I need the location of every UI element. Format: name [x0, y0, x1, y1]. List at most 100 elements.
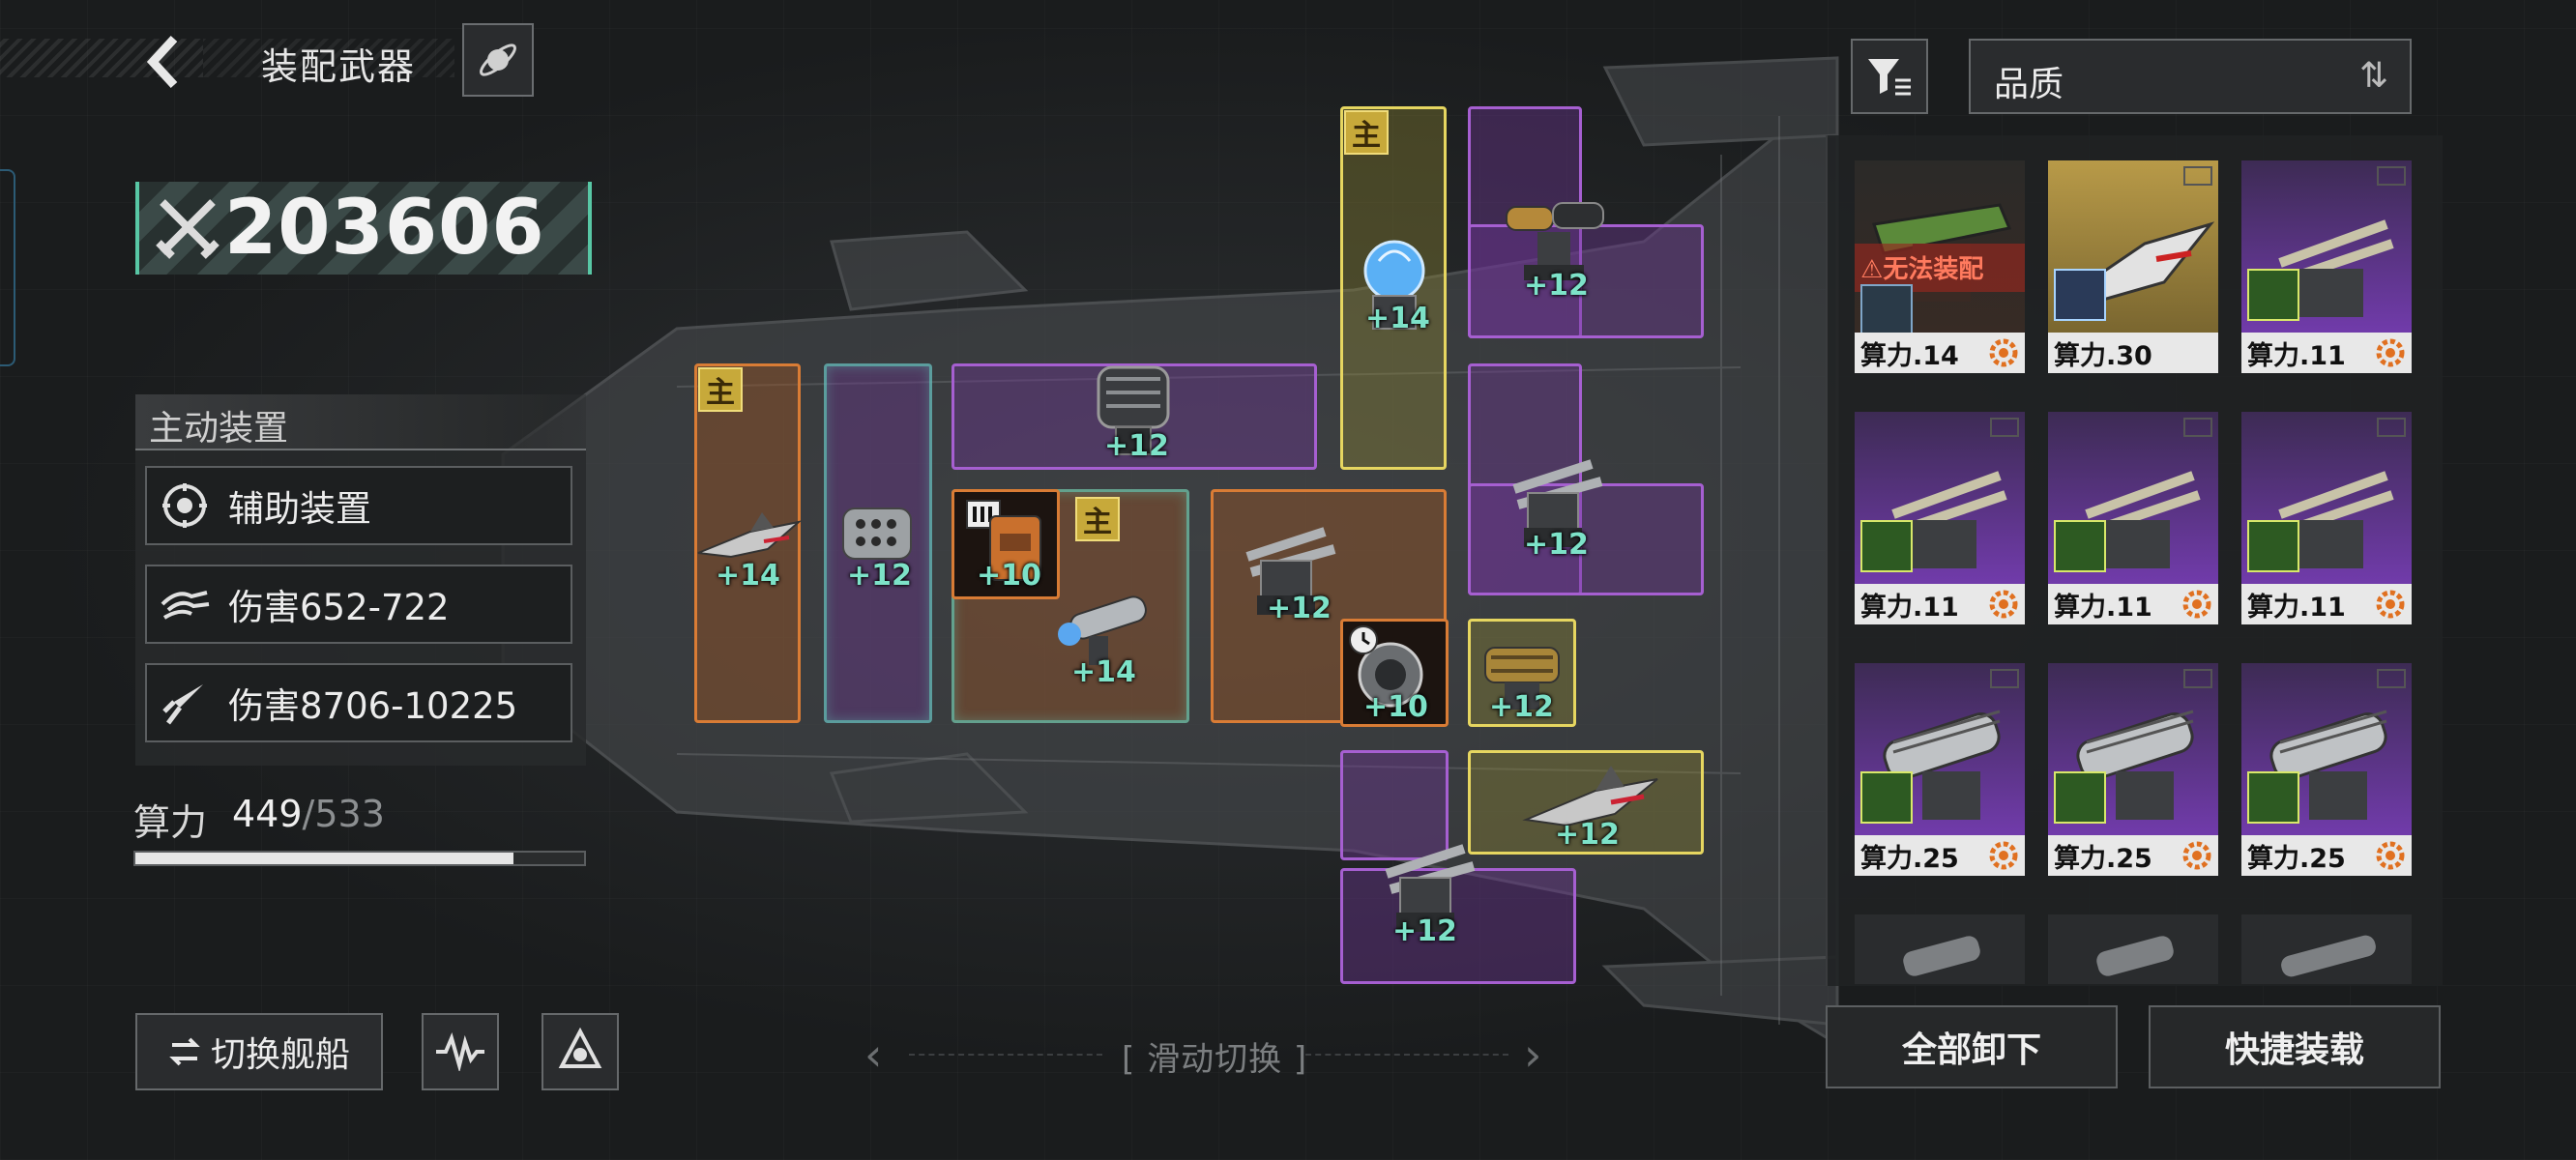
weapon-level: +14 — [716, 559, 780, 593]
switch-ship-button[interactable]: 切换舰船 — [135, 1013, 383, 1090]
fighter-jet-icon — [2055, 221, 2215, 304]
inventory-card[interactable]: 算力.11 — [2048, 412, 2218, 624]
filter-button[interactable] — [1851, 39, 1928, 114]
waveform-button[interactable] — [422, 1013, 499, 1090]
planet-icon — [480, 44, 516, 76]
cannon-icon — [2281, 935, 2376, 977]
cannot-equip-text: ⚠无法装配 — [1860, 255, 1984, 284]
gear-icon — [1989, 841, 2018, 870]
inventory-card-partial[interactable] — [2241, 914, 2412, 984]
card-cost: 算力.11 — [2247, 341, 2346, 371]
swipe-right-icon[interactable]: › — [1524, 1029, 1542, 1081]
inventory-card[interactable]: 算力.11 — [1855, 412, 2025, 624]
skill-badge — [2247, 269, 2299, 321]
weapon-level: +10 — [1363, 690, 1428, 724]
compute-progress-fill — [135, 853, 513, 864]
grid-slot-purple[interactable] — [1340, 750, 1449, 860]
equip-row-damage-1[interactable]: 伤害652-722 — [145, 565, 572, 644]
swap-arrows-icon — [169, 1037, 200, 1066]
rocket-icon — [157, 675, 213, 731]
turret-launcher-icon — [1097, 365, 1170, 455]
weapon-level: +12 — [1524, 269, 1589, 303]
sort-quality-label: 品质 — [1994, 65, 2064, 104]
swipe-dash-right — [1305, 1054, 1508, 1056]
gatling-gun-icon — [2076, 710, 2194, 820]
inventory-card-partial[interactable] — [2048, 914, 2218, 984]
gear-icon — [2182, 590, 2211, 619]
gear-icon — [1989, 590, 2018, 619]
card-footer: 算力.11 — [2241, 333, 2412, 373]
grid-slot-purple[interactable] — [1468, 363, 1582, 595]
inventory-card[interactable]: 算力.25 — [2048, 663, 2218, 876]
gear-icon — [2376, 338, 2405, 367]
waveform-icon — [436, 1032, 484, 1071]
weapon-level: +12 — [1524, 528, 1589, 562]
fighter-jet-icon — [1522, 766, 1658, 827]
sort-quality-select[interactable]: 品质 ⇅ — [1969, 39, 2412, 114]
switch-ship-label: 切换舰船 — [210, 1035, 350, 1075]
main-weapon-tag: 主 — [1075, 497, 1120, 541]
inventory-card[interactable]: 算力.11 — [2241, 160, 2412, 373]
card-cost: 算力.11 — [1860, 593, 1959, 623]
card-footer: 算力.11 — [1855, 584, 2025, 624]
skill-badge — [2247, 771, 2299, 824]
rocket-launcher-icon — [1058, 595, 1147, 665]
combat-power-box: 203606 — [135, 182, 592, 275]
main-weapon-tag: 主 — [698, 367, 743, 412]
skill-badge — [2054, 269, 2106, 321]
gear-icon — [2376, 590, 2405, 619]
weapon-level: +14 — [1365, 302, 1430, 335]
quick-equip-button[interactable]: 快捷装载 — [2149, 1005, 2441, 1088]
equip-row-label: 伤害8706-10225 — [228, 685, 518, 727]
card-cost: 算力.25 — [1860, 844, 1959, 874]
card-cost: 算力.25 — [2054, 844, 2152, 874]
card-footer: 算力.14 — [1855, 333, 2025, 373]
inventory-card-partial[interactable] — [1855, 914, 2025, 984]
weapon-level: +10 — [977, 559, 1041, 593]
inventory-card[interactable]: 算力.30 — [2048, 160, 2218, 373]
cannon-icon — [2096, 936, 2174, 976]
card-cost: 算力.11 — [2247, 593, 2346, 623]
weapon-level: +12 — [1104, 429, 1169, 463]
grid-slot-purple[interactable] — [1340, 868, 1576, 984]
inventory-card[interactable]: 算力.25 — [2241, 663, 2412, 876]
weapon-level: +12 — [1267, 592, 1332, 625]
equip-row-label: 伤害652-722 — [228, 587, 450, 628]
skill-badge — [1860, 520, 1913, 572]
grid-slot-orange[interactable] — [694, 363, 801, 723]
fleet-emblem-icon — [558, 1028, 602, 1068]
card-cost: 算力.14 — [1860, 341, 1959, 371]
card-footer: 算力.25 — [2048, 835, 2218, 876]
skill-badge — [2247, 520, 2299, 572]
equip-row-support[interactable]: 辅助装置 — [145, 466, 572, 545]
card-tag — [1990, 669, 2019, 688]
card-footer: 算力.30 — [2048, 333, 2218, 373]
card-tag — [2183, 166, 2212, 186]
equip-panel-title: 主动装置 — [149, 409, 289, 449]
planet-button[interactable] — [462, 23, 534, 97]
card-tag — [2183, 669, 2212, 688]
gatling-gun-icon — [1883, 710, 2001, 820]
twin-cannon-icon — [1512, 459, 1603, 547]
equip-row-damage-2[interactable]: 伤害8706-10225 — [145, 663, 572, 742]
binocular-cannon-icon — [1506, 202, 1604, 280]
compute-label: 算力 — [133, 801, 208, 844]
weapon-level: +14 — [1071, 655, 1136, 689]
inventory-card[interactable]: 算力.25 — [1855, 663, 2025, 876]
side-drawer-handle[interactable] — [0, 169, 15, 366]
unequip-all-button[interactable]: 全部卸下 — [1826, 1005, 2118, 1088]
card-tag — [2377, 418, 2406, 437]
swipe-left-icon[interactable]: ‹ — [864, 1029, 883, 1081]
cannot-equip-label: 无法装配 — [1883, 255, 1984, 284]
weapon-level: +12 — [847, 559, 912, 593]
inventory-card[interactable]: 算力.11 — [2241, 412, 2412, 624]
twin-cannon-icon — [2278, 471, 2394, 568]
back-button[interactable] — [135, 27, 193, 97]
skill-badge — [2054, 771, 2106, 824]
inventory-card[interactable]: ⚠无法装配 算力.14 — [1855, 160, 2025, 373]
crossed-swords-icon — [156, 199, 220, 259]
plasma-orb-icon — [1363, 240, 1425, 330]
compute-current: 449 — [232, 793, 303, 835]
fleet-emblem-button[interactable] — [542, 1013, 619, 1090]
